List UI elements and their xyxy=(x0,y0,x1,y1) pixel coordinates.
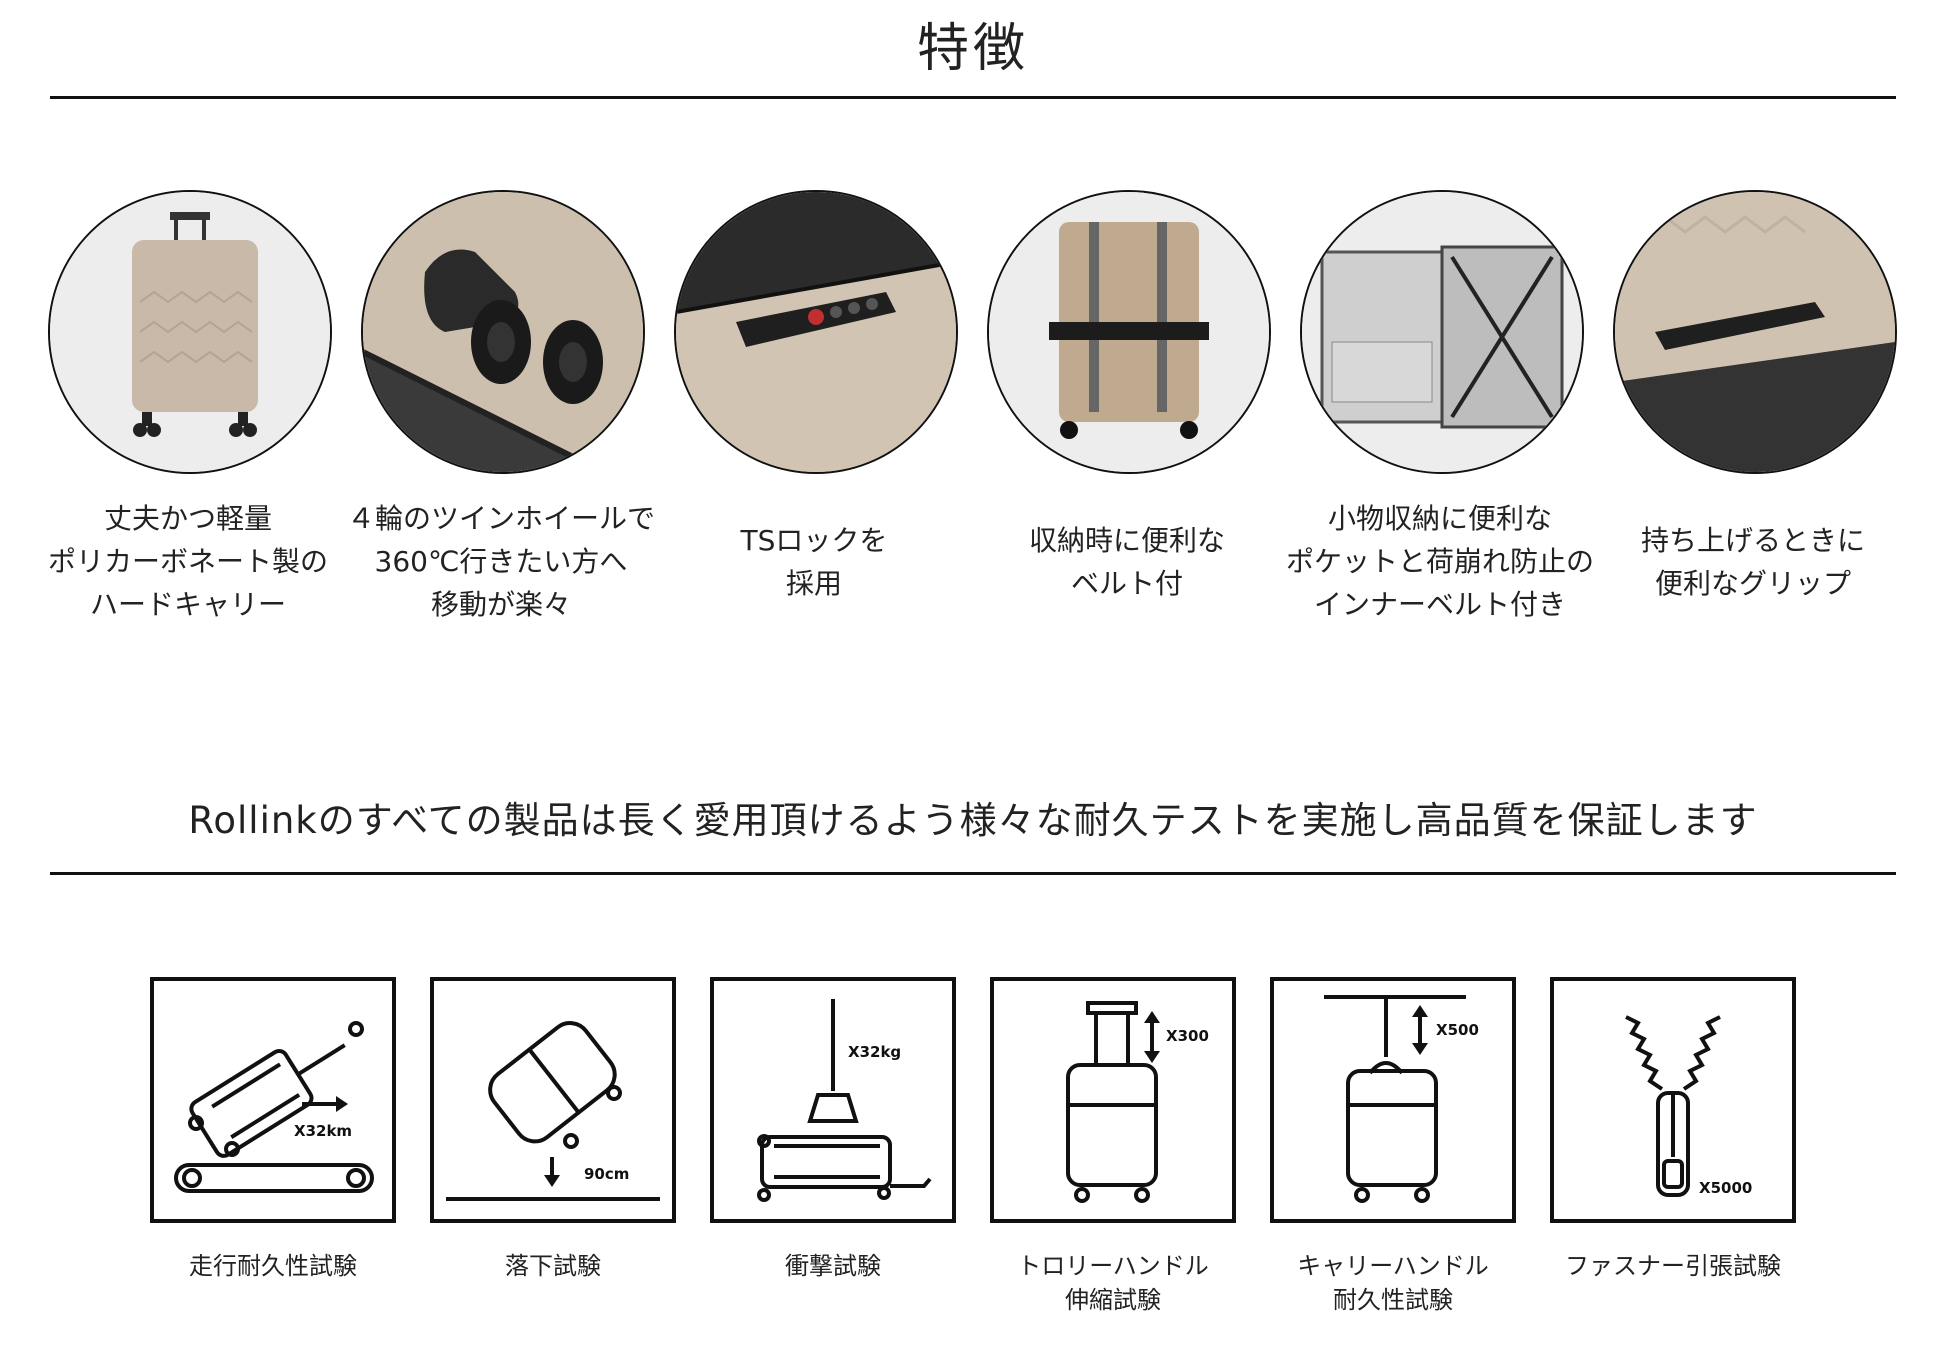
feature-label-line: ポリカーボネート製の xyxy=(47,545,328,578)
feature-label-line: ハードキャリー xyxy=(89,588,286,621)
feature-label-line: 採用 xyxy=(785,567,842,600)
test-label-impact: 衝撃試験 xyxy=(683,1249,983,1283)
feature-label-line: 移動が楽々 xyxy=(430,588,571,621)
test-label-carry-handle: キャリーハンドル 耐久性試験 xyxy=(1243,1249,1543,1317)
test-label-line: 落下試験 xyxy=(505,1252,601,1280)
feature-label-line: インナーベルト付き xyxy=(1313,588,1566,621)
feature-label-hardshell: 丈夫かつ軽量 ポリカーボネート製の ハードキャリー xyxy=(33,497,343,626)
test-label-drop: 落下試験 xyxy=(403,1249,703,1283)
test-value-drop: 90cm xyxy=(584,1165,629,1183)
feature-label-line: 収納時に便利な xyxy=(1028,524,1225,557)
feature-image-ts-lock xyxy=(674,190,958,474)
feature-label-line: 丈夫かつ軽量 xyxy=(103,502,272,535)
feature-label-line: 持ち上げるときに xyxy=(1640,524,1865,557)
test-label-line: ファスナー引張試験 xyxy=(1565,1252,1781,1280)
test-label-line: 走行耐久性試験 xyxy=(189,1252,357,1280)
feature-image-wheels xyxy=(361,190,645,474)
feature-image-belt xyxy=(987,190,1271,474)
title-divider xyxy=(50,96,1896,99)
test-icon-trolley: X300 xyxy=(990,977,1236,1223)
test-label-running: 走行耐久性試験 xyxy=(123,1249,423,1283)
test-label-zipper: ファスナー引張試験 xyxy=(1523,1249,1823,1283)
test-label-trolley: トロリーハンドル 伸縮試験 xyxy=(963,1249,1263,1317)
test-value-carry-handle: X500 xyxy=(1436,1021,1479,1039)
test-label-line: 衝撃試験 xyxy=(785,1252,881,1280)
feature-label-line: ４輪のツインホイールで xyxy=(346,502,655,535)
feature-label-belt: 収納時に便利な ベルト付 xyxy=(972,519,1282,605)
feature-label-line: TSロックを xyxy=(740,524,888,557)
test-value-impact: X32kg xyxy=(848,1043,901,1061)
test-label-line: 伸縮試験 xyxy=(1065,1286,1161,1314)
tests-divider xyxy=(50,872,1896,875)
feature-image-hardshell xyxy=(48,190,332,474)
feature-label-interior: 小物収納に便利な ポケットと荷崩れ防止の インナーベルト付き xyxy=(1285,497,1595,626)
feature-label-line: ベルト付 xyxy=(1070,567,1183,600)
feature-label-line: 360℃行きたい方へ xyxy=(374,545,628,578)
test-label-line: キャリーハンドル xyxy=(1297,1252,1489,1280)
test-value-zipper: X5000 xyxy=(1699,1179,1752,1197)
feature-label-ts-lock: TSロックを 採用 xyxy=(659,519,969,605)
feature-label-grip: 持ち上げるときに 便利なグリップ xyxy=(1598,519,1908,605)
test-icon-drop: 90cm xyxy=(430,977,676,1223)
feature-label-wheels: ４輪のツインホイールで 360℃行きたい方へ 移動が楽々 xyxy=(346,497,656,626)
feature-label-line: ポケットと荷崩れ防止の xyxy=(1285,545,1594,578)
test-value-trolley: X300 xyxy=(1166,1027,1209,1045)
test-label-line: 耐久性試験 xyxy=(1333,1286,1453,1314)
tests-heading: Rollinkのすべての製品は長く愛用頂けるよう様々な耐久テストを実施し高品質を… xyxy=(188,799,1758,842)
feature-image-interior xyxy=(1300,190,1584,474)
test-icon-zipper: X5000 xyxy=(1550,977,1796,1223)
test-icon-running: X32km xyxy=(150,977,396,1223)
test-icon-impact: X32kg xyxy=(710,977,956,1223)
test-value-running: X32km xyxy=(294,1122,352,1140)
feature-label-line: 便利なグリップ xyxy=(1654,567,1851,600)
section-title: 特徴 xyxy=(916,19,1029,79)
feature-label-line: 小物収納に便利な xyxy=(1327,502,1552,535)
feature-image-grip xyxy=(1613,190,1897,474)
test-label-line: トロリーハンドル xyxy=(1017,1252,1209,1280)
test-icon-carry-handle: X500 xyxy=(1270,977,1516,1223)
